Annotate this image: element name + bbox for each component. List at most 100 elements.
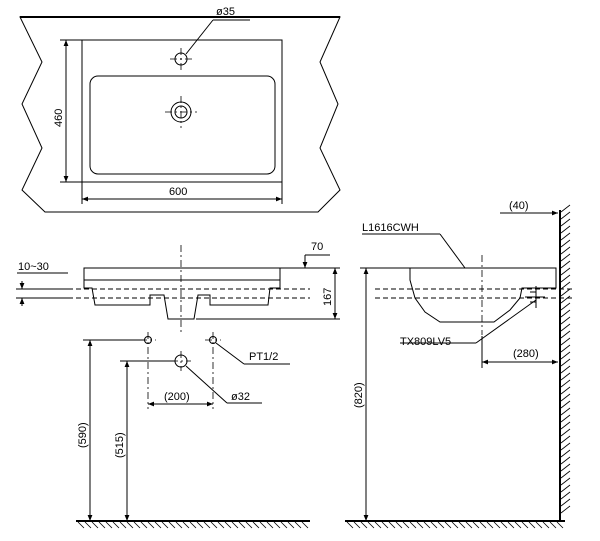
hatch-line — [560, 463, 571, 472]
hatch-line — [560, 253, 571, 262]
hatch-line — [560, 505, 571, 514]
hatch-line — [560, 218, 571, 227]
drain-dia-label: ø32 — [231, 391, 250, 403]
hatch-line — [472, 521, 480, 529]
width-label: 600 — [169, 186, 187, 198]
hatch-line — [560, 344, 571, 353]
hatch-line — [245, 521, 253, 529]
hatch-line — [259, 521, 267, 529]
hatch-line — [560, 288, 571, 297]
hatch-line — [560, 232, 571, 241]
hatch-line — [252, 521, 260, 529]
hatch-line — [560, 428, 571, 437]
hatch-line — [560, 281, 571, 290]
hatch-line — [395, 521, 403, 529]
hatch-line — [507, 521, 515, 529]
basin-front-profile — [83, 267, 281, 320]
top-view: ø35 600 460 — [19, 6, 341, 213]
hatch-line — [210, 521, 218, 529]
hatch-line — [560, 225, 571, 234]
hatch-line — [388, 521, 396, 529]
hatch-line — [374, 521, 382, 529]
hatch-line — [560, 498, 571, 507]
hatch-line — [451, 521, 459, 529]
hatch-line — [560, 449, 571, 458]
hatch-line — [287, 521, 295, 529]
hatch-line — [444, 521, 452, 529]
hatch-line — [294, 521, 302, 529]
hatch-line — [217, 521, 225, 529]
hatch-line — [560, 414, 571, 423]
hatch-line — [168, 521, 176, 529]
hatch-line — [224, 521, 232, 529]
height-label: 167 — [322, 288, 334, 306]
basin-bowl — [89, 75, 276, 175]
supply-spacing-label: (200) — [164, 391, 190, 403]
basin-side-profile — [409, 267, 557, 323]
hatch-line — [381, 521, 389, 529]
side-floor-hatch — [346, 521, 564, 529]
hatch-line — [560, 358, 571, 367]
hatch-line — [556, 521, 564, 529]
hatch-line — [84, 521, 92, 529]
hatch-line — [147, 521, 155, 529]
hatch-line — [105, 521, 113, 529]
hatch-line — [231, 521, 239, 529]
hatch-line — [112, 521, 120, 529]
hatch-line — [560, 351, 571, 360]
hatch-line — [367, 521, 375, 529]
hatch-line — [360, 521, 368, 529]
hatch-line — [560, 309, 571, 318]
hatch-line — [560, 407, 571, 416]
hatch-line — [560, 295, 571, 304]
hatch-line — [560, 372, 571, 381]
hatch-line — [493, 521, 501, 529]
faucet-hole-label: ø35 — [216, 6, 235, 18]
hatch-line — [423, 521, 431, 529]
supply-height-label: (590) — [77, 422, 89, 448]
hatch-line — [346, 521, 354, 529]
hatch-line — [560, 393, 571, 402]
counter-thickness-label: 10~30 — [18, 261, 49, 273]
hatch-line — [560, 302, 571, 311]
hatch-line — [560, 260, 571, 269]
hatch-line — [560, 386, 571, 395]
hatch-line — [126, 521, 134, 529]
hatch-line — [98, 521, 106, 529]
hatch-line — [140, 521, 148, 529]
wall-offset-label: (40) — [509, 200, 529, 212]
hatch-line — [465, 521, 473, 529]
hatch-line — [560, 239, 571, 248]
hatch-line — [266, 521, 274, 529]
hatch-line — [189, 521, 197, 529]
hatch-line — [560, 211, 571, 220]
hatch-line — [458, 521, 466, 529]
drain-height-label: (515) — [114, 432, 126, 458]
hatch-line — [560, 316, 571, 325]
hatch-line — [486, 521, 494, 529]
hatch-line — [91, 521, 99, 529]
hatch-line — [528, 521, 536, 529]
counter-height-label: (820) — [353, 382, 365, 408]
hatch-line — [402, 521, 410, 529]
hatch-line — [161, 521, 169, 529]
hatch-line — [238, 521, 246, 529]
hatch-line — [353, 521, 361, 529]
hatch-line — [560, 204, 571, 213]
hatch-line — [182, 521, 190, 529]
hatch-line — [273, 521, 281, 529]
hatch-line — [560, 323, 571, 332]
hatch-line — [535, 521, 543, 529]
hatch-line — [560, 470, 571, 479]
hatch-line — [280, 521, 288, 529]
hatch-line — [175, 521, 183, 529]
hatch-line — [560, 365, 571, 374]
hatch-line — [203, 521, 211, 529]
hatch-line — [560, 246, 571, 255]
hatch-line — [514, 521, 522, 529]
trap-distance-label: (280) — [513, 348, 539, 360]
hatch-line — [560, 400, 571, 409]
side-view: (40) L1616CWH TX809LV5 (280) (820) — [345, 200, 575, 529]
hatch-line — [560, 435, 571, 444]
